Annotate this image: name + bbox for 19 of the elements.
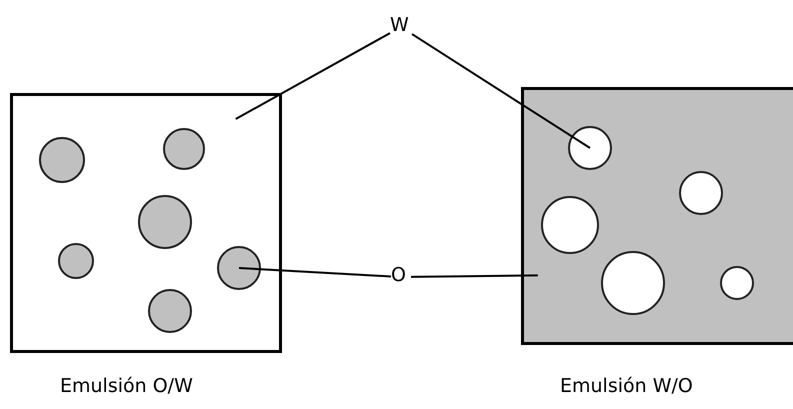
- leader-line: [235, 32, 390, 120]
- emulsion-label: Emulsión W/O: [560, 377, 693, 396]
- droplet: [163, 128, 205, 170]
- droplet: [58, 243, 94, 279]
- droplet: [720, 266, 754, 300]
- leader-line: [410, 274, 538, 278]
- droplet: [217, 246, 261, 290]
- droplet: [679, 171, 723, 215]
- droplet: [138, 195, 192, 249]
- droplet: [148, 289, 192, 333]
- droplet: [568, 126, 612, 170]
- droplet: [39, 137, 85, 183]
- emulsion-square: [10, 93, 282, 353]
- phase-label: O: [391, 266, 411, 288]
- leader-line: [238, 267, 392, 278]
- leader-line: [411, 33, 591, 149]
- emulsion-square: [521, 87, 793, 345]
- phase-label: W: [390, 16, 412, 38]
- emulsion-label: Emulsión O/W: [60, 377, 193, 396]
